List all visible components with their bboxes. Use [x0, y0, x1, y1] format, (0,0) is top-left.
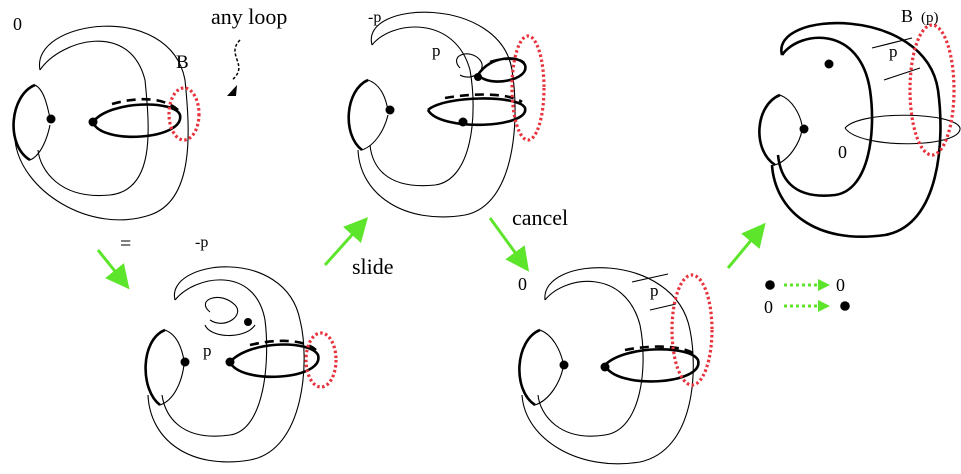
label-cancel: cancel: [512, 205, 568, 230]
label-0-5: 0: [838, 142, 847, 162]
dot-2h: [88, 117, 98, 127]
arrow-up-right-4: [726, 222, 766, 269]
arrow-up-right-slide: [323, 217, 369, 267]
label-p-2: p: [203, 341, 212, 360]
legend: 0 0: [764, 275, 850, 317]
label-any-loop: any loop: [211, 4, 287, 29]
panel-original: 0 B any loop: [12, 4, 287, 221]
any-loop-arrow: [231, 39, 241, 81]
legend-dot-1: [765, 280, 775, 290]
framing-neg-p-2: -p: [195, 234, 208, 251]
label-bp-5: (p): [921, 10, 939, 26]
label-b: B: [176, 52, 189, 73]
panel-slid: -p p: [347, 9, 546, 218]
arrow-down-right-cancel: [488, 217, 530, 272]
loop-b: [167, 86, 201, 142]
dot-1h: [46, 114, 56, 124]
label-p-5: p: [889, 42, 898, 61]
label-p-4: p: [650, 281, 659, 300]
one-handle-left-arc: [12, 83, 36, 162]
panel-result: B (p) p 0: [758, 6, 961, 238]
framing-0-4: 0: [518, 274, 527, 294]
framing-0: 0: [13, 14, 22, 34]
panel-cancelled: 0 p: [518, 267, 714, 465]
legend-zero-right: 0: [836, 275, 845, 295]
label-slide: slide: [352, 254, 394, 279]
legend-zero-left: 0: [764, 297, 773, 317]
label-p-3: p: [432, 41, 441, 60]
label-b-5: B: [901, 6, 913, 26]
legend-dot-2: [840, 301, 850, 311]
equals-sign: =: [120, 233, 131, 255]
panel-equivalent: -p p: [144, 234, 338, 463]
framing-neg-p-3: -p: [368, 9, 381, 26]
arrow-down-right-1: [96, 249, 130, 290]
two-handle-circle: [91, 103, 182, 139]
